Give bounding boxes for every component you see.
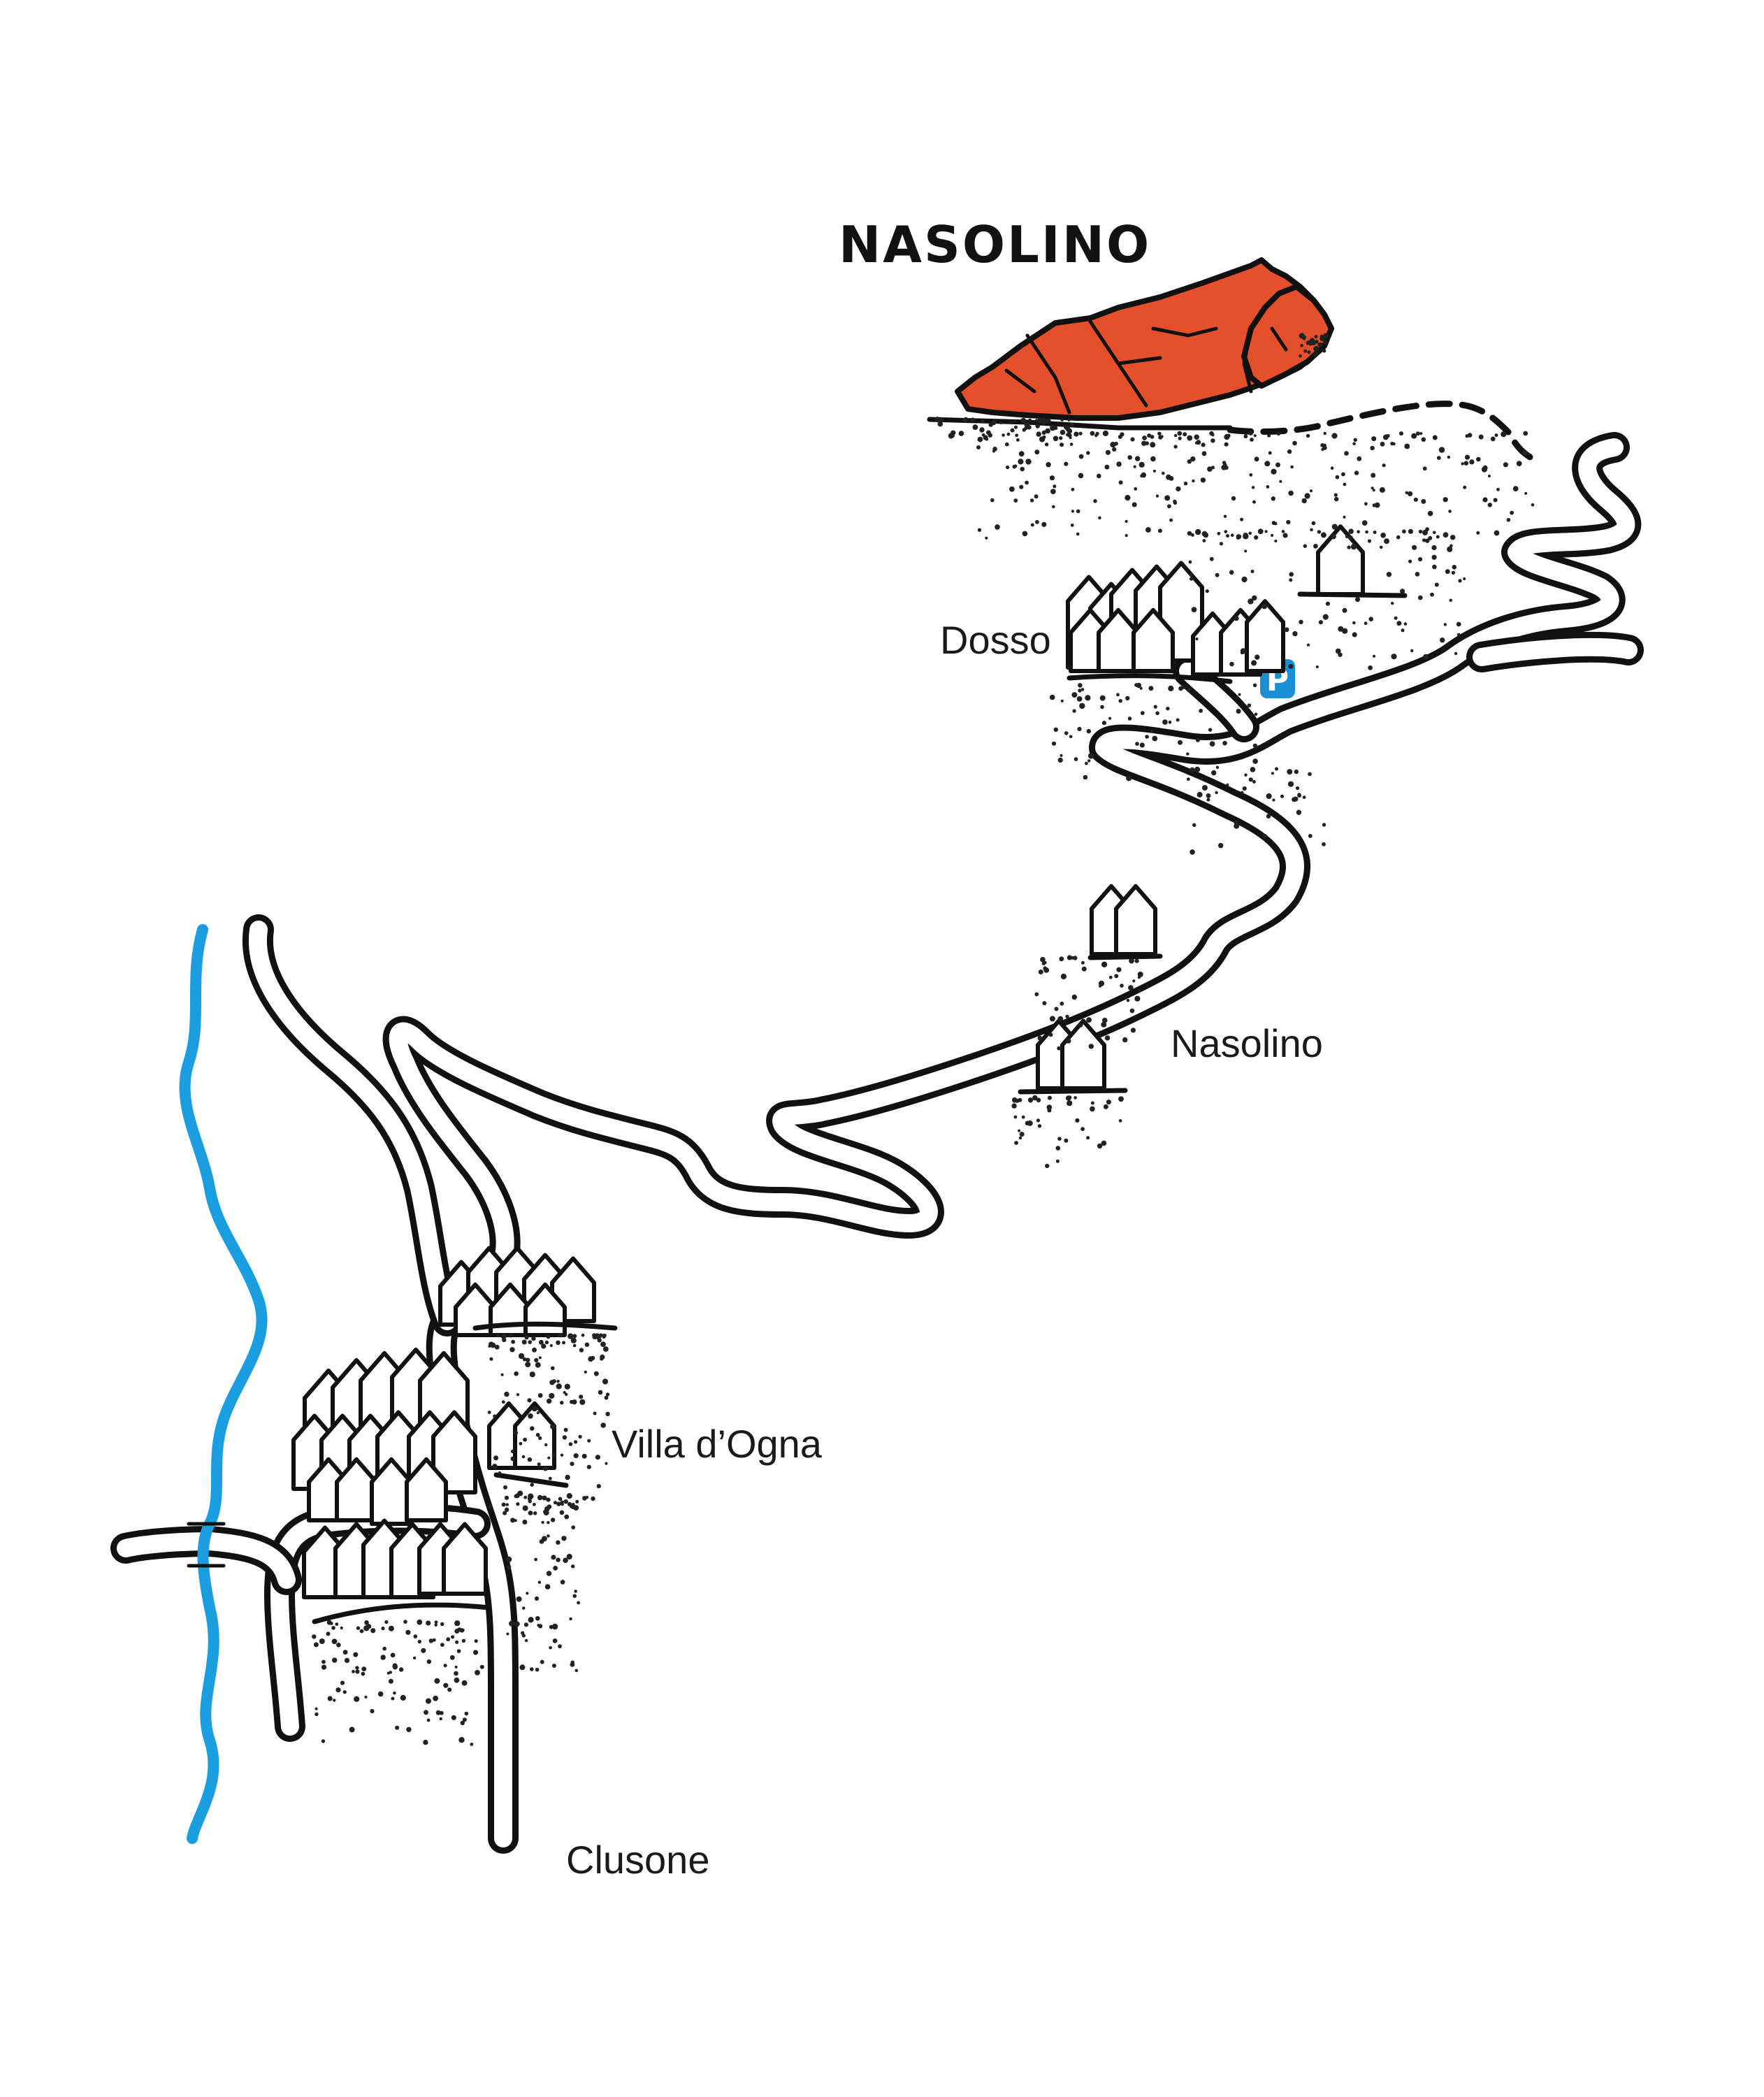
house-icon	[454, 1282, 497, 1337]
river	[179, 924, 268, 1844]
house-icon	[1245, 599, 1285, 673]
map-title: NASOLINO	[839, 215, 1151, 274]
road-network	[110, 432, 1644, 1854]
house-icon	[335, 1457, 378, 1522]
place-label-clusone: Clusone	[566, 1838, 709, 1882]
terrain-stipple	[312, 333, 1535, 1746]
place-label-nasolino: Nasolino	[1171, 1021, 1323, 1065]
house-icon	[370, 1457, 413, 1526]
house-icon	[442, 1522, 488, 1596]
place-label-villa-dogna: Villa d’Ogna	[612, 1422, 823, 1466]
house-icon	[1060, 1018, 1106, 1090]
village-houses	[291, 524, 1365, 1599]
place-label-dosso: Dosso	[940, 618, 1051, 662]
crag-rock-icon	[927, 257, 1334, 431]
house-icon	[431, 1410, 477, 1494]
bridge	[187, 1522, 226, 1568]
house-icon	[1097, 607, 1140, 673]
terrain-lines	[312, 591, 1408, 1624]
house-icon	[405, 1457, 448, 1522]
house-icon	[1132, 607, 1175, 673]
approach-trail	[1227, 401, 1541, 465]
